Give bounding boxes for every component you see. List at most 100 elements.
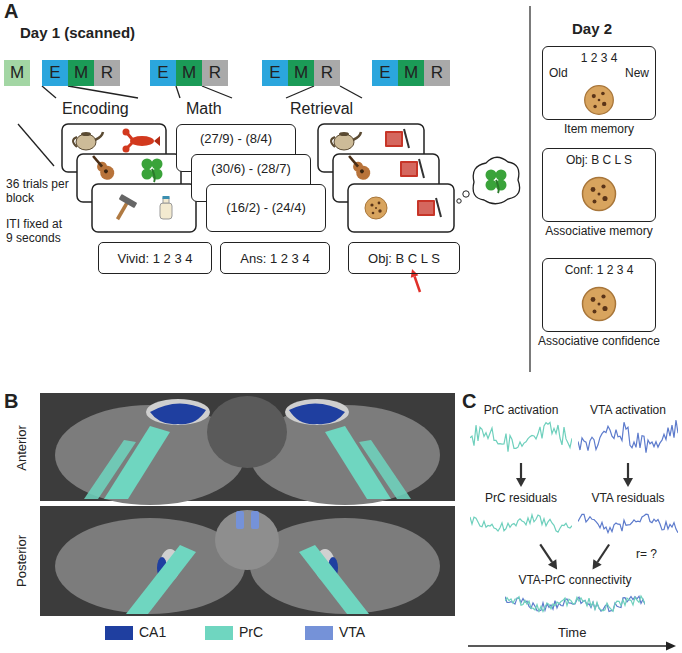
task-block: M	[176, 60, 202, 86]
annotation: Day 1 (scanned)	[20, 24, 135, 41]
stimulus-card: (16/2) - (24/4)	[206, 184, 326, 232]
response-pointer	[411, 269, 420, 292]
task-block: E	[262, 60, 288, 86]
annotation: ITI fixed at 9 seconds	[6, 218, 70, 246]
block-letter: R	[321, 63, 333, 83]
legend-label: VTA	[339, 624, 365, 640]
block-letter: E	[379, 63, 390, 83]
divider	[529, 6, 530, 372]
response-scale: Ans: 1 2 3 4	[240, 251, 309, 266]
response-prompt: 1 2 3 4	[543, 51, 655, 65]
legend-swatch	[105, 626, 133, 640]
annotation: r= ?	[636, 548, 657, 562]
block-letter: E	[269, 63, 280, 83]
flow-arrow	[540, 544, 557, 569]
test-card: 1 2 3 4OldNewItem memory	[542, 46, 656, 120]
annotation: Posterior	[15, 535, 30, 587]
signal-panel: PrC activation	[470, 402, 572, 460]
task-block: M	[4, 60, 30, 86]
task-block: M	[68, 60, 94, 86]
block-letter: M	[74, 63, 88, 83]
block-letter: M	[182, 63, 196, 83]
mri-posterior	[40, 506, 455, 616]
task-block: R	[424, 60, 450, 86]
block-letter: R	[431, 63, 443, 83]
signal-trace	[470, 423, 572, 452]
legend-swatch	[305, 626, 333, 640]
panel-letter: B	[4, 390, 18, 413]
task-block: E	[42, 60, 68, 86]
task-block: M	[288, 60, 314, 86]
signal-trace	[470, 515, 572, 532]
response-box: Obj: B C L S	[348, 242, 460, 274]
legend-swatch	[205, 626, 233, 640]
signal-trace	[578, 420, 678, 453]
response-scale: Vivid: 1 2 3 4	[118, 251, 193, 266]
panel-letter: C	[462, 390, 476, 413]
annotation: 36 trials per block	[6, 178, 70, 206]
signal-plot	[578, 418, 678, 459]
flow-arrow	[593, 545, 610, 570]
math-problem: (30/6) - (28/7)	[192, 161, 310, 176]
annotation: Math	[186, 100, 222, 118]
test-name: Associative memory	[545, 224, 652, 238]
response-scale: Obj: B C L S	[368, 251, 440, 266]
response-prompt: Obj: B C L S	[543, 153, 655, 167]
signal-panel: VTA residuals	[578, 490, 678, 542]
signal-panel: PrC residuals	[470, 490, 572, 542]
signal-title: VTA activation	[578, 402, 678, 418]
legend-label: CA1	[139, 624, 166, 640]
block-letter: M	[294, 63, 308, 83]
signal-plot	[470, 418, 572, 459]
mri-anterior	[40, 393, 455, 505]
panel-letter: A	[4, 0, 18, 23]
signal-plot	[470, 506, 572, 541]
block-letter: E	[157, 63, 168, 83]
arrowhead	[516, 478, 526, 487]
annotation: Encoding	[62, 100, 129, 118]
task-block: E	[150, 60, 176, 86]
arrow-shaft	[627, 463, 629, 478]
math-problem: (16/2) - (24/4)	[207, 200, 325, 215]
task-block: R	[314, 60, 340, 86]
annotation: Retrieval	[290, 100, 353, 118]
scale-anchor: Old	[549, 66, 568, 80]
block-letter: R	[209, 63, 221, 83]
day2-cookies	[583, 86, 616, 321]
scale-anchor: New	[625, 66, 649, 80]
signal-panel: VTA-PrC connectivity	[505, 572, 645, 620]
response-box: Vivid: 1 2 3 4	[98, 242, 212, 274]
test-name: Associative confidence	[538, 334, 660, 348]
annotation: Day 2	[572, 20, 612, 37]
time-axis	[468, 642, 676, 651]
math-problem: (27/9) - (8/4)	[177, 131, 295, 146]
signal-title: VTA-PrC connectivity	[505, 572, 645, 588]
block-letter: M	[404, 63, 418, 83]
arrow-shaft	[598, 545, 610, 562]
test-name: Item memory	[564, 122, 634, 136]
signal-title: PrC activation	[470, 402, 572, 418]
response-prompt: Conf: 1 2 3 4	[543, 263, 655, 277]
signal-title: PrC residuals	[470, 490, 572, 506]
test-card: Conf: 1 2 3 4Associative confidence	[542, 258, 656, 332]
signal-plot	[505, 588, 645, 619]
arrow-shaft	[520, 463, 522, 478]
flow-arrow	[516, 463, 526, 487]
response-box: Ans: 1 2 3 4	[220, 242, 330, 274]
block-letter: M	[10, 63, 24, 83]
block-letter: R	[101, 63, 113, 83]
signal-trace	[505, 596, 645, 611]
signal-panel: VTA activation	[578, 402, 678, 460]
legend-label: PrC	[239, 624, 263, 640]
arrow-shaft	[540, 544, 552, 562]
retrieval-cards	[318, 124, 520, 232]
arrowhead	[623, 478, 633, 487]
annotation: Time	[558, 626, 586, 641]
signal-trace	[578, 514, 678, 533]
task-block: R	[94, 60, 120, 86]
block-letter: E	[49, 63, 60, 83]
signal-plot	[578, 506, 678, 541]
signal-title: VTA residuals	[578, 490, 678, 506]
